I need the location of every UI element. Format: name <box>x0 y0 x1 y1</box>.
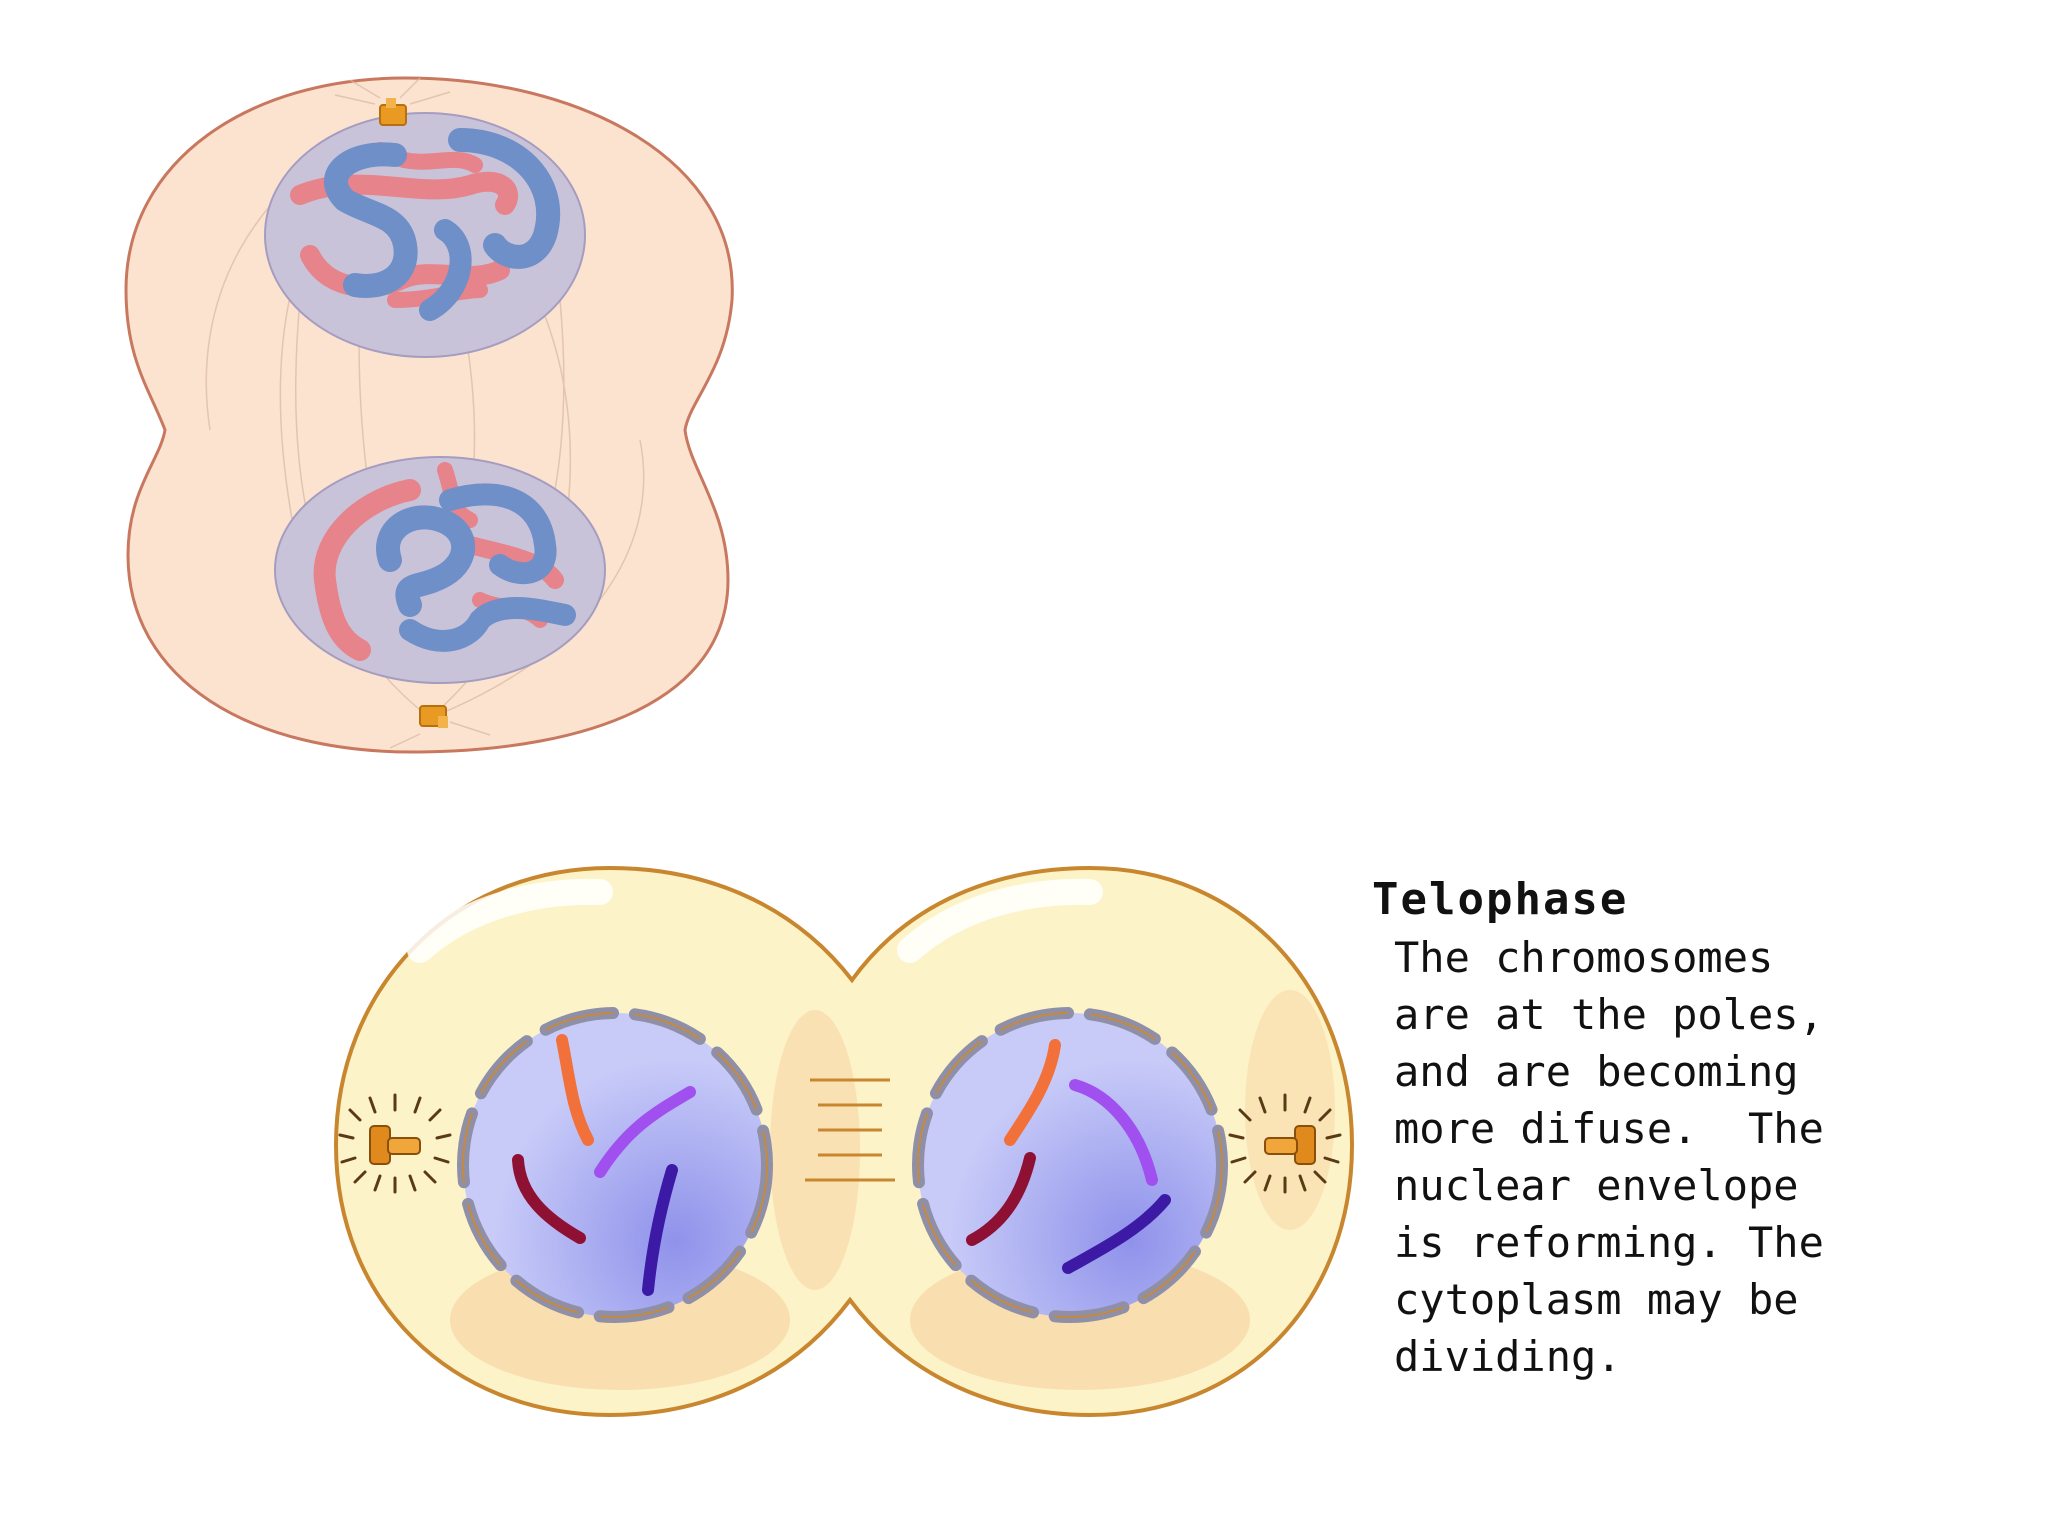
lower-nucleus <box>274 456 606 684</box>
right-chromosomes <box>966 1039 1171 1274</box>
centriole-icon <box>419 705 448 728</box>
right-daughter-nucleus <box>912 1007 1228 1323</box>
caption-line: cytoplasm may be <box>1394 1275 1799 1324</box>
spindle-midzone <box>805 1078 895 1182</box>
upper-chromosomes <box>290 128 561 321</box>
caption-title: Telophase <box>1372 874 1629 925</box>
centriole-icon <box>1228 1093 1342 1194</box>
caption-line: dividing. <box>1394 1332 1622 1381</box>
telophase-caption: Telophase The chromosomes are at the pol… <box>1372 874 1932 1385</box>
left-daughter-nucleus <box>457 1007 773 1323</box>
caption-line: and are becoming <box>1394 1047 1799 1096</box>
lower-chromosomes <box>313 462 576 661</box>
caption-line: are at the poles, <box>1394 990 1824 1039</box>
caption-line: nuclear envelope <box>1394 1161 1799 1210</box>
centriole-icon <box>338 1093 452 1194</box>
centriole-icon <box>379 98 407 126</box>
upper-nucleus <box>264 112 586 358</box>
left-chromosomes <box>512 1034 696 1296</box>
caption-line: is reforming. The <box>1394 1218 1824 1267</box>
caption-body: The chromosomes are at the poles, and ar… <box>1394 929 1932 1385</box>
caption-line: more difuse. The <box>1394 1104 1824 1153</box>
caption-line: The chromosomes <box>1394 933 1774 982</box>
